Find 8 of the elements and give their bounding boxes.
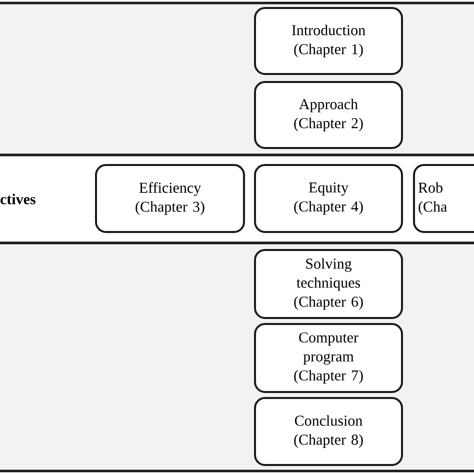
chapter-box: Introduction (Chapter 1) [254,7,403,75]
chapter-box: Conclusion (Chapter 8) [254,397,403,466]
chapter-box: Rob (Cha [413,164,474,233]
chapter-box: Computer program (Chapter 7) [254,323,403,393]
chapter-box: Equity (Chapter 4) [254,164,403,233]
chapter-box: Solving techniques (Chapter 6) [254,249,403,319]
chapter-box: Approach (Chapter 2) [254,81,403,149]
chapter-box: Efficiency (Chapter 3) [95,164,245,233]
